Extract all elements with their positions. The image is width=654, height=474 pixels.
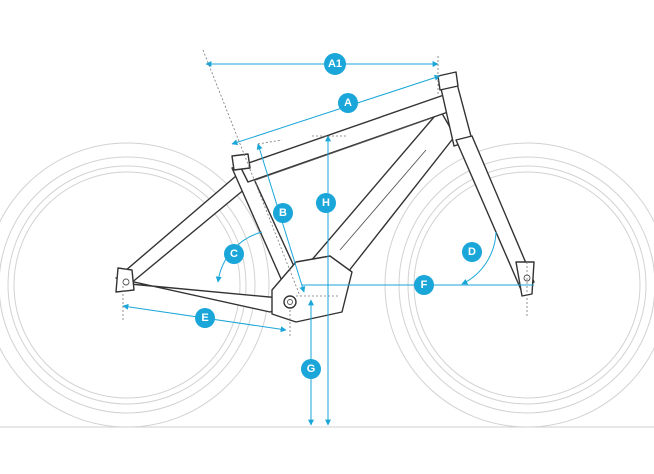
badge-b: B (273, 203, 293, 223)
rear-dropout (115, 267, 135, 293)
badge-d: D (462, 242, 482, 262)
badge-c: C (224, 244, 244, 264)
svg-text:H: H (322, 197, 330, 209)
head-tube-cap (437, 71, 459, 91)
svg-text:E: E (201, 312, 208, 324)
bottom-bracket (283, 295, 297, 309)
fork-dropout (515, 261, 535, 297)
badge-g: G (301, 359, 321, 379)
badge-f: F (414, 275, 434, 295)
seat-tube (231, 165, 299, 282)
chain-stay (115, 277, 283, 313)
svg-text:C: C (230, 248, 238, 260)
svg-text:B: B (279, 207, 287, 219)
badge-a1: A1 (324, 53, 346, 75)
svg-text:A1: A1 (328, 58, 342, 70)
dimension-lines (122, 49, 534, 426)
badge-a: A (338, 93, 358, 113)
svg-text:A: A (344, 97, 352, 109)
badge-e: E (195, 308, 215, 328)
front-fork (455, 135, 535, 293)
rear-axle (122, 278, 130, 286)
seat-stay (117, 175, 247, 285)
svg-text:F: F (421, 279, 428, 291)
badge-h: H (316, 193, 336, 213)
svg-text:G: G (307, 363, 316, 375)
svg-text:D: D (468, 246, 476, 258)
